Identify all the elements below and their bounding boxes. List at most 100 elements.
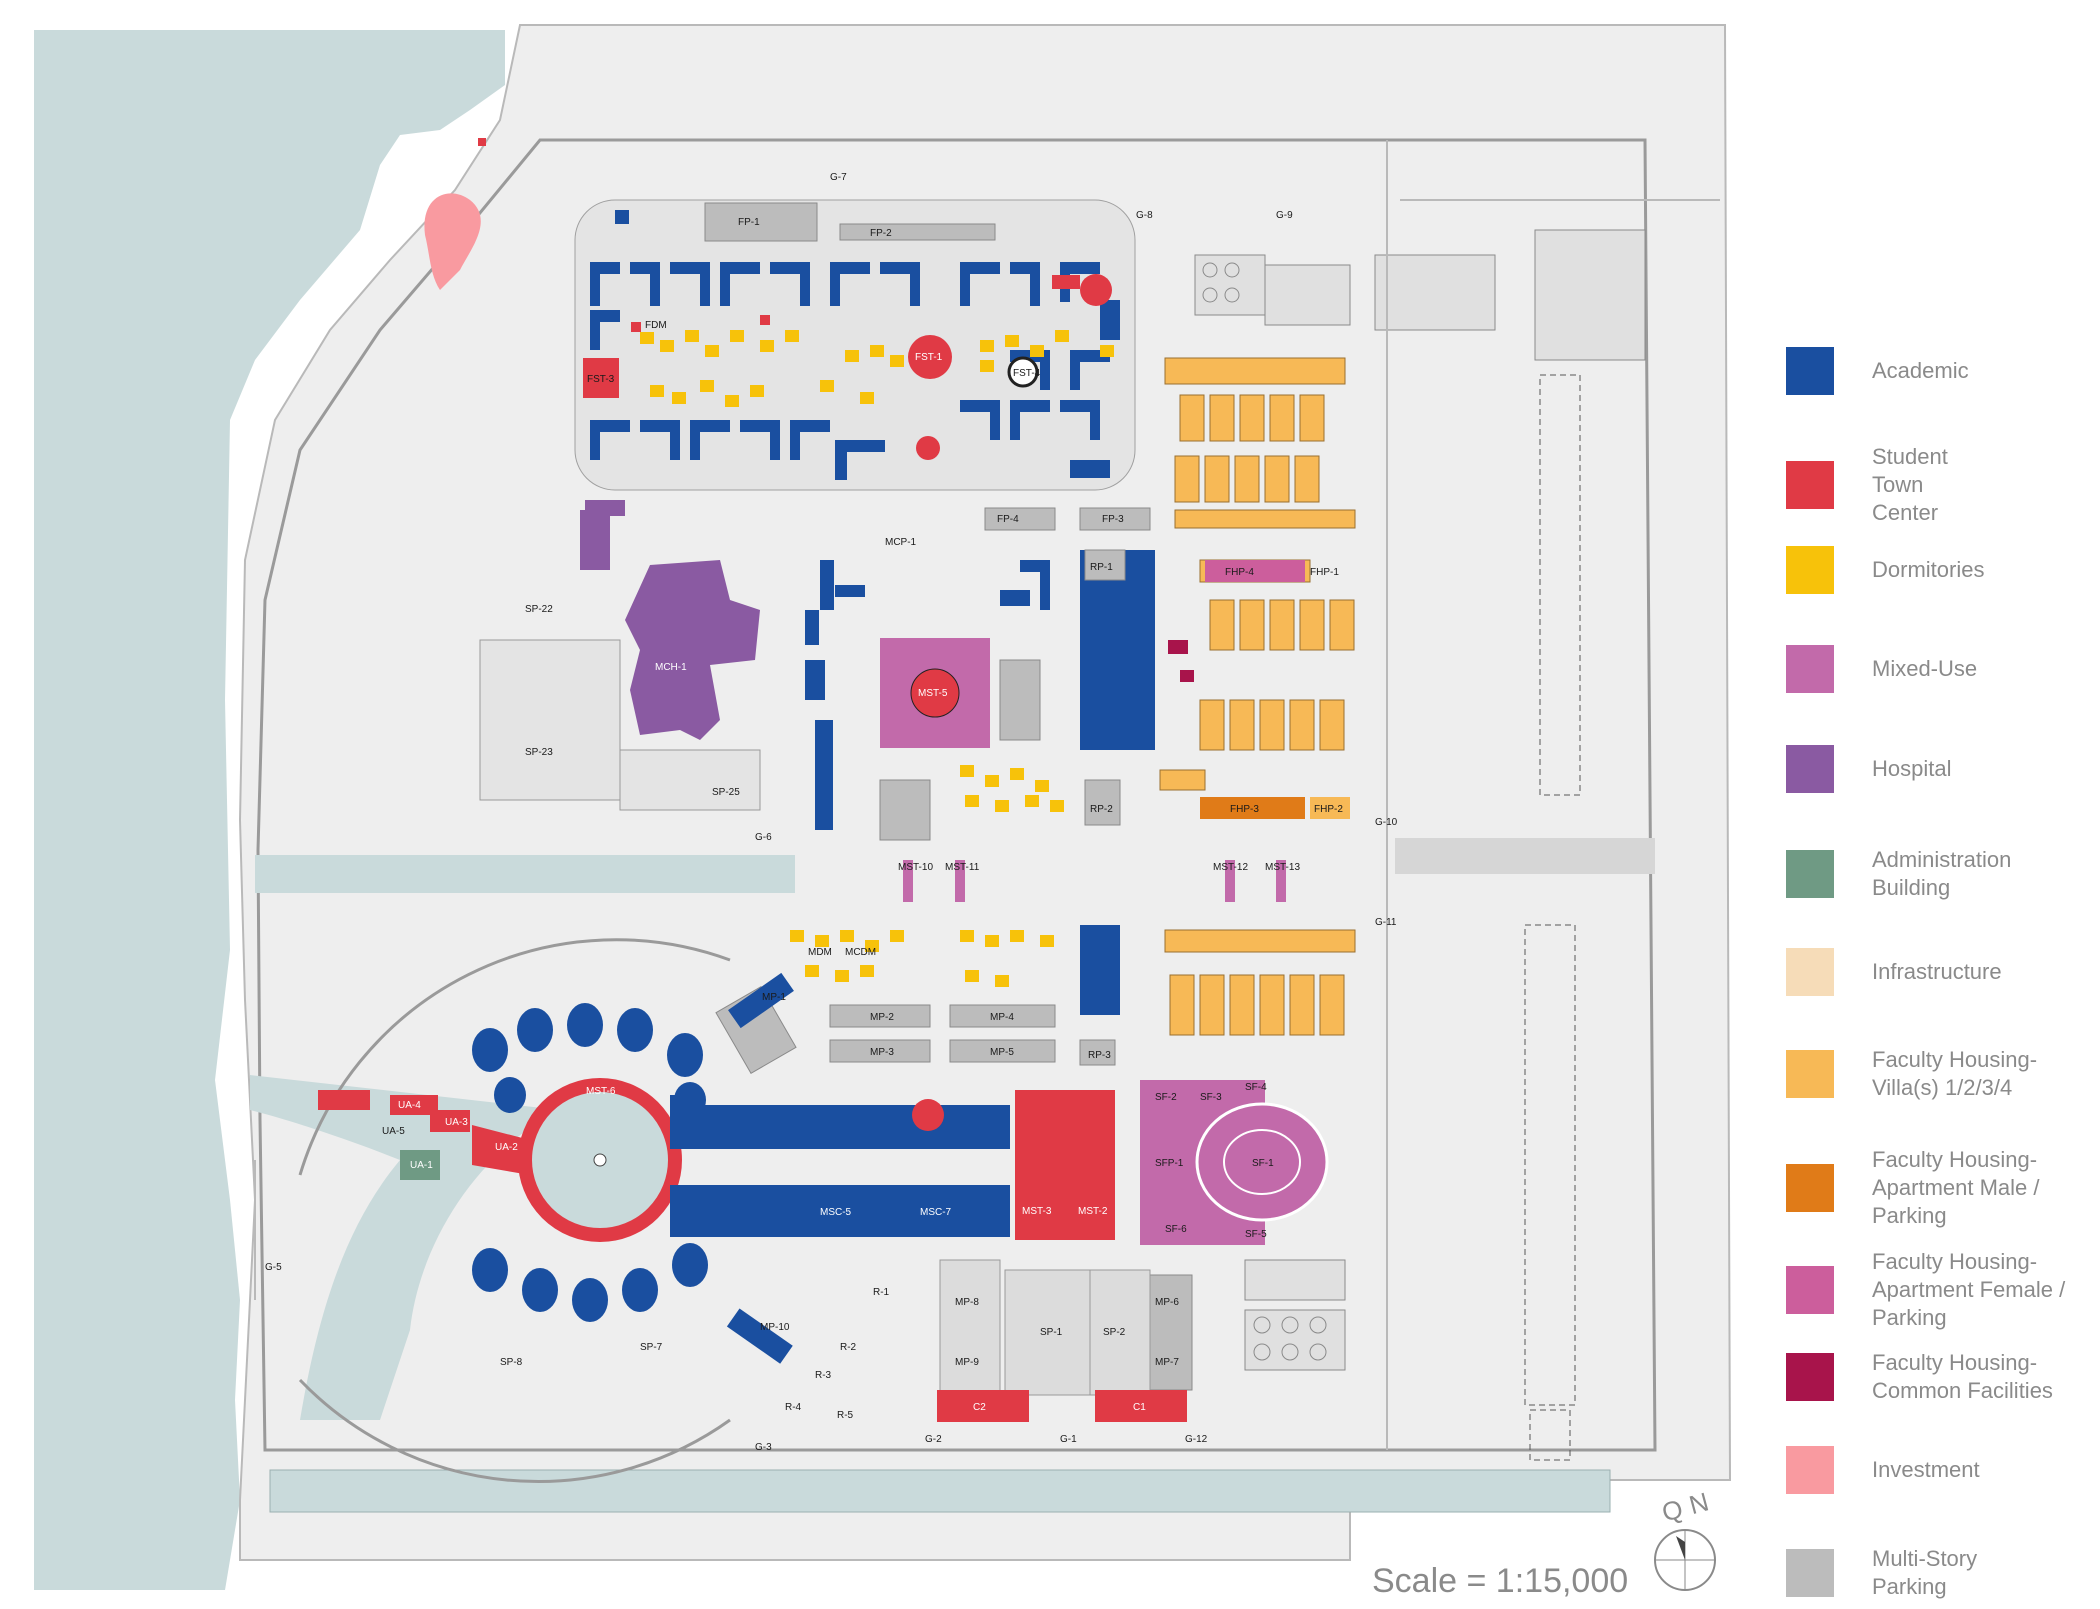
legend-label: Infrastructure	[1872, 959, 2002, 984]
c1-building	[1095, 1390, 1187, 1422]
label-rp1: RP-1	[1090, 562, 1113, 573]
label-fst3: FST-3	[587, 374, 615, 385]
label-g10: G-10	[1375, 817, 1398, 828]
north-label: N	[1686, 1486, 1712, 1520]
label-mcdm: MCDM	[845, 947, 876, 958]
label-ua4: UA-4	[398, 1100, 421, 1111]
label-sf6: SF-6	[1165, 1224, 1187, 1235]
label-mst5: MST-5	[918, 688, 948, 699]
legend-swatch	[1786, 461, 1834, 509]
label-mp4: MP-4	[990, 1012, 1014, 1023]
label-g12: G-12	[1185, 1434, 1208, 1445]
label-fst4: FST-4	[1013, 368, 1041, 379]
label-g11: G-11	[1375, 917, 1397, 928]
label-mp7: MP-7	[1155, 1357, 1179, 1368]
central-canal-east	[1395, 838, 1655, 874]
label-g5: G-5	[265, 1262, 282, 1273]
label-mp9: MP-9	[955, 1357, 979, 1368]
label-ua5: UA-5	[382, 1126, 405, 1137]
canal-bridges	[903, 860, 1286, 902]
legend-label: Faculty Housing- Apartment Male / Parkin…	[1872, 1147, 2040, 1228]
legend-swatch	[1786, 1549, 1834, 1597]
legend-label: Administration Building	[1872, 847, 2012, 900]
ua-1-admin	[400, 1150, 440, 1180]
investment-pier	[478, 138, 486, 146]
legend-label: Faculty Housing- Apartment Female / Park…	[1872, 1249, 2066, 1330]
label-sp23: SP-23	[525, 747, 553, 758]
legend-faculty-apt-male: Faculty Housing- Apartment Male / Parkin…	[1786, 1146, 2040, 1230]
label-g3: G-3	[755, 1442, 772, 1453]
label-sf5: SF-5	[1245, 1229, 1267, 1240]
south-surface-parking	[939, 1259, 1151, 1401]
label-fp4: FP-4	[997, 514, 1019, 525]
label-mp3: MP-3	[870, 1047, 894, 1058]
lake-water	[34, 30, 505, 1590]
infrastructure-blocks	[1194, 229, 1646, 361]
central-academic	[805, 550, 1155, 1015]
north-academic-buildings	[590, 210, 1120, 480]
scale-label: Scale = 1:15,000	[1372, 1562, 1629, 1600]
north-villa-housing	[1164, 357, 1356, 529]
label-c2: C2	[973, 1402, 986, 1413]
label-fhp4: FHP-4	[1225, 567, 1254, 578]
label-r5: R-5	[837, 1410, 854, 1421]
legend-hospital: Hospital	[1786, 745, 1951, 793]
legend-faculty-villas: Faculty Housing- Villa(s) 1/2/3/4	[1786, 1046, 2037, 1102]
fhp-3-block	[1200, 797, 1305, 819]
north-student-center	[583, 274, 1112, 460]
label-sp7: SP-7	[640, 1342, 663, 1353]
fhp-4-block	[1205, 560, 1305, 582]
label-sf3: SF-3	[1200, 1092, 1222, 1103]
legend-faculty-common: Faculty Housing- Common Facilities	[1786, 1349, 2053, 1405]
legend-swatch	[1786, 1050, 1834, 1098]
label-sf4: SF-4	[1245, 1082, 1267, 1093]
stadium-field	[1223, 1129, 1301, 1195]
label-msc5: MSC-5	[820, 1207, 852, 1218]
label-msc7: MSC-7	[920, 1207, 952, 1218]
label-mcp1: MCP-1	[885, 537, 917, 548]
legend-swatch	[1786, 850, 1834, 898]
label-ua3: UA-3	[445, 1117, 468, 1128]
legend-swatch	[1786, 1266, 1834, 1314]
label-r1: R-1	[873, 1287, 890, 1298]
legend-infrastructure: Infrastructure	[1786, 948, 2002, 996]
label-fp2: FP-2	[870, 228, 892, 239]
investment-hotel	[424, 193, 481, 290]
legend-swatch	[1786, 546, 1834, 594]
legend-parking: Multi-Story Parking	[1786, 1545, 1977, 1601]
label-fp1: FP-1	[738, 217, 760, 228]
label-r4: R-4	[785, 1402, 802, 1413]
label-fp3: FP-3	[1102, 514, 1124, 525]
label-sf2: SF-2	[1155, 1092, 1177, 1103]
label-g8: G-8	[1136, 210, 1153, 221]
legend-investment: Investment	[1786, 1446, 1980, 1494]
label-sfp1: SFP-1	[1155, 1158, 1184, 1169]
gate-access-roads	[254, 140, 1720, 1450]
label-r2: R-2	[840, 1342, 857, 1353]
legend-swatch	[1786, 1164, 1834, 1212]
label-ua1: UA-1	[410, 1160, 433, 1171]
label-mst3: MST-3	[1022, 1206, 1052, 1217]
east-future-buildings	[1524, 374, 1581, 1461]
label-mp6: MP-6	[1155, 1297, 1179, 1308]
label-mp5: MP-5	[990, 1047, 1014, 1058]
label-mdm: MDM	[808, 947, 832, 958]
label-fhp2: FHP-2	[1314, 804, 1343, 815]
south-canal	[269, 1469, 1611, 1513]
label-rp2: RP-2	[1090, 804, 1113, 815]
mst-5-dome	[910, 668, 960, 718]
legend-faculty-apt-female: Faculty Housing- Apartment Female / Park…	[1786, 1248, 2065, 1332]
label-fdm: FDM	[645, 320, 667, 331]
legend-swatch	[1786, 1446, 1834, 1494]
label-rp3: RP-3	[1088, 1050, 1111, 1061]
label-mst10: MST-10	[898, 862, 933, 873]
legend-swatch	[1786, 948, 1834, 996]
legend-swatch	[1786, 645, 1834, 693]
label-mst2: MST-2	[1078, 1206, 1108, 1217]
label-mst6: MST-6	[586, 1086, 616, 1097]
fst-4-ring	[1007, 356, 1039, 388]
legend-label: Faculty Housing- Common Facilities	[1872, 1350, 2053, 1403]
legend-swatch	[1786, 745, 1834, 793]
legend-label: Investment	[1872, 1457, 1980, 1482]
